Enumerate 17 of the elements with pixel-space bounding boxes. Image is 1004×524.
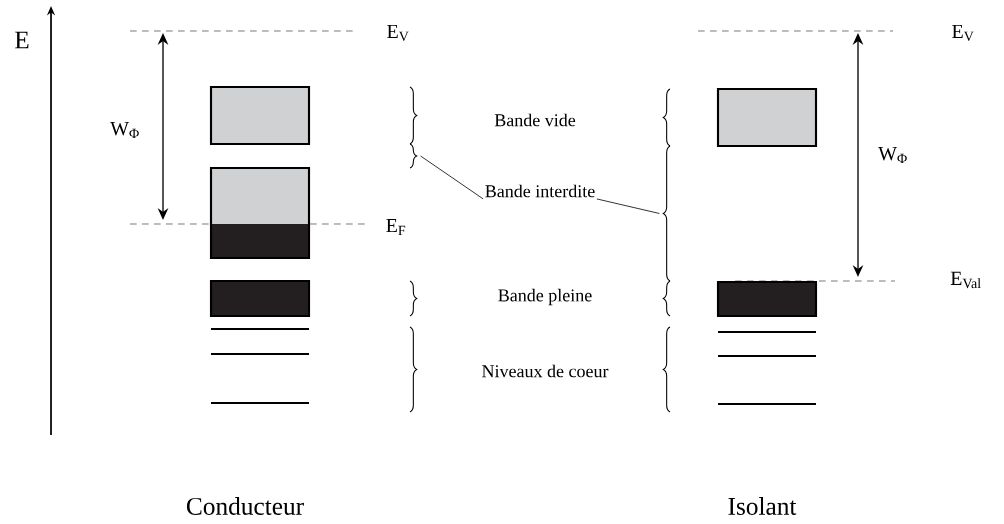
text-label: E$_{V}$ bbox=[387, 24, 409, 42]
text-label: Isolant bbox=[728, 497, 797, 515]
text-label: E$_{F}$ bbox=[386, 219, 406, 235]
leader-label: Bande interdite bbox=[485, 184, 595, 198]
text-label: Bande pleine bbox=[498, 288, 592, 306]
text-label: W$_{Φ}$ bbox=[878, 147, 907, 163]
curly-brace bbox=[662, 145, 671, 282]
text-label: E bbox=[15, 31, 29, 49]
leader-line bbox=[420, 155, 484, 200]
text-label: E$_{Val}$ bbox=[950, 271, 981, 289]
text-label: Conducteur bbox=[186, 497, 304, 515]
text-label: Bande vide bbox=[494, 113, 576, 127]
curly-brace bbox=[409, 143, 418, 169]
text-label: Niveaux de coeur bbox=[482, 364, 609, 378]
leader-line bbox=[596, 198, 660, 214]
text-label: W$_{Φ}$ bbox=[110, 122, 139, 138]
text-label: E$_{V}$ bbox=[952, 24, 974, 42]
